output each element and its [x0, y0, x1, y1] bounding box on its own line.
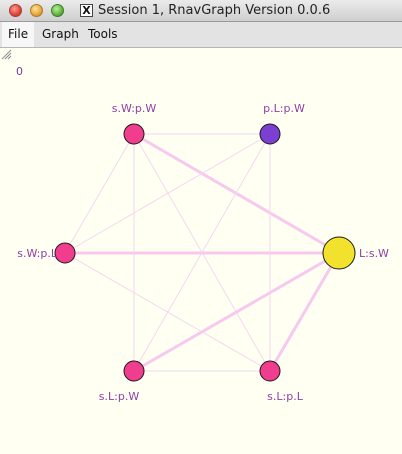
graph-edge[interactable] [132, 132, 341, 255]
graph-edge[interactable] [64, 133, 135, 254]
window-title: Session 1, RnavGraph Version 0.0.6 [98, 3, 331, 18]
graph-node[interactable] [322, 236, 356, 270]
x11-app-icon: X [80, 4, 93, 17]
nodes-layer: s.W:p.W p.L:p.W s.W:p.L L:s.W s.L:p.W s.L:p.L [17, 102, 389, 403]
graph-node[interactable] [259, 360, 281, 382]
zoom-window-button[interactable] [51, 4, 64, 17]
graph-node-label[interactable]: s.L:p.W [99, 390, 140, 403]
graph-edge[interactable] [268, 251, 341, 373]
resize-grip-icon[interactable] [0, 48, 12, 60]
graph-edge[interactable] [64, 133, 271, 254]
step-counter: 0 [16, 65, 23, 78]
close-window-button[interactable] [9, 4, 22, 17]
graph-node-label[interactable]: s.W:p.W [112, 102, 157, 115]
graph-node-label[interactable]: p.L:p.W [263, 102, 305, 115]
graph-node[interactable] [123, 123, 145, 145]
graph-edge[interactable] [64, 252, 271, 372]
edges-layer [63, 132, 341, 373]
graph-svg[interactable]: 0 s.W:p.W p.L:p.W s.W:p.L L:s.W s.L:p.W s.L:p… [0, 48, 402, 454]
title-bar[interactable]: X Session 1, RnavGraph Version 0.0.6 [0, 0, 402, 22]
menu-graph[interactable]: Graph [42, 27, 79, 41]
graph-node[interactable] [123, 360, 145, 382]
graph-canvas[interactable]: 0 s.W:p.W p.L:p.W s.W:p.L L:s.W s.L:p.W s.L:p… [0, 48, 402, 454]
menu-file[interactable]: File [2, 22, 35, 47]
minimize-window-button[interactable] [30, 4, 43, 17]
menu-bar: File Graph Tools [0, 22, 402, 48]
graph-node[interactable] [54, 242, 76, 264]
graph-edge[interactable] [132, 251, 341, 373]
graph-node-label[interactable]: s.W:p.L [17, 247, 58, 260]
graph-node-label[interactable]: s.L:p.L [267, 390, 304, 403]
menu-tools[interactable]: Tools [88, 27, 118, 41]
graph-node[interactable] [259, 123, 281, 145]
graph-node-label[interactable]: L:s.W [359, 247, 389, 260]
